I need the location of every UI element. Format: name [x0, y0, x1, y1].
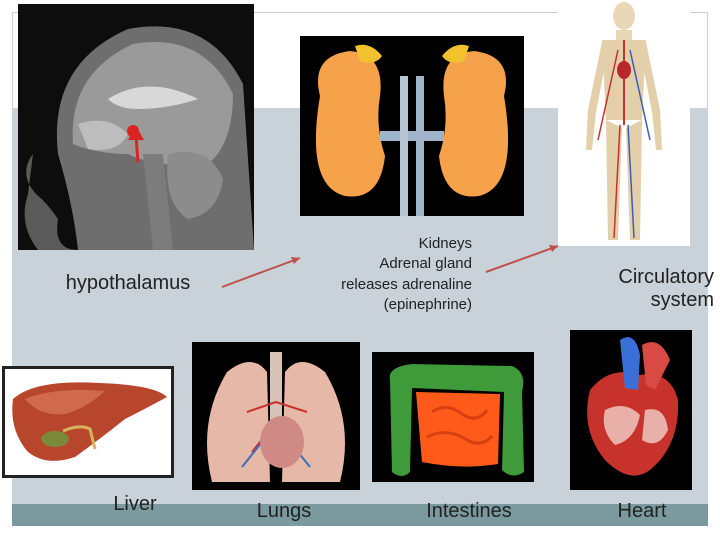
circulatory-label-line1: Circulatory	[618, 266, 714, 288]
heart-image	[570, 330, 692, 490]
brain-mri-image	[18, 4, 254, 250]
intestines-image	[372, 352, 534, 482]
circulatory-label-line2: system	[650, 289, 714, 311]
kidneys-label-line2: Adrenal gland	[379, 255, 472, 273]
kidneys-image	[300, 36, 524, 216]
kidneys-label-line3: releases adrenaline	[341, 275, 472, 293]
kidneys-label-line1: Kidneys	[418, 235, 472, 252]
lungs-label: Lungs	[256, 500, 312, 522]
slide-bottom-bar	[12, 504, 708, 526]
circulatory-body-image	[558, 0, 690, 246]
circulatory-label: Circulatory system	[594, 266, 714, 312]
lungs-image	[192, 342, 360, 490]
heart-label: Heart	[617, 500, 667, 522]
arrow-kidneys-to-circulatory	[485, 245, 559, 273]
hypothalamus-label: hypothalamus	[65, 272, 191, 294]
arrow-hypothalamus-to-kidneys	[221, 257, 301, 288]
intestines-label: Intestines	[426, 500, 512, 522]
kidneys-label: Kidneys Adrenal gland releases adrenalin…	[300, 234, 472, 315]
liver-label: Liver	[113, 493, 157, 515]
kidneys-label-line4: (epinephrine)	[383, 295, 472, 313]
liver-image	[2, 366, 174, 478]
